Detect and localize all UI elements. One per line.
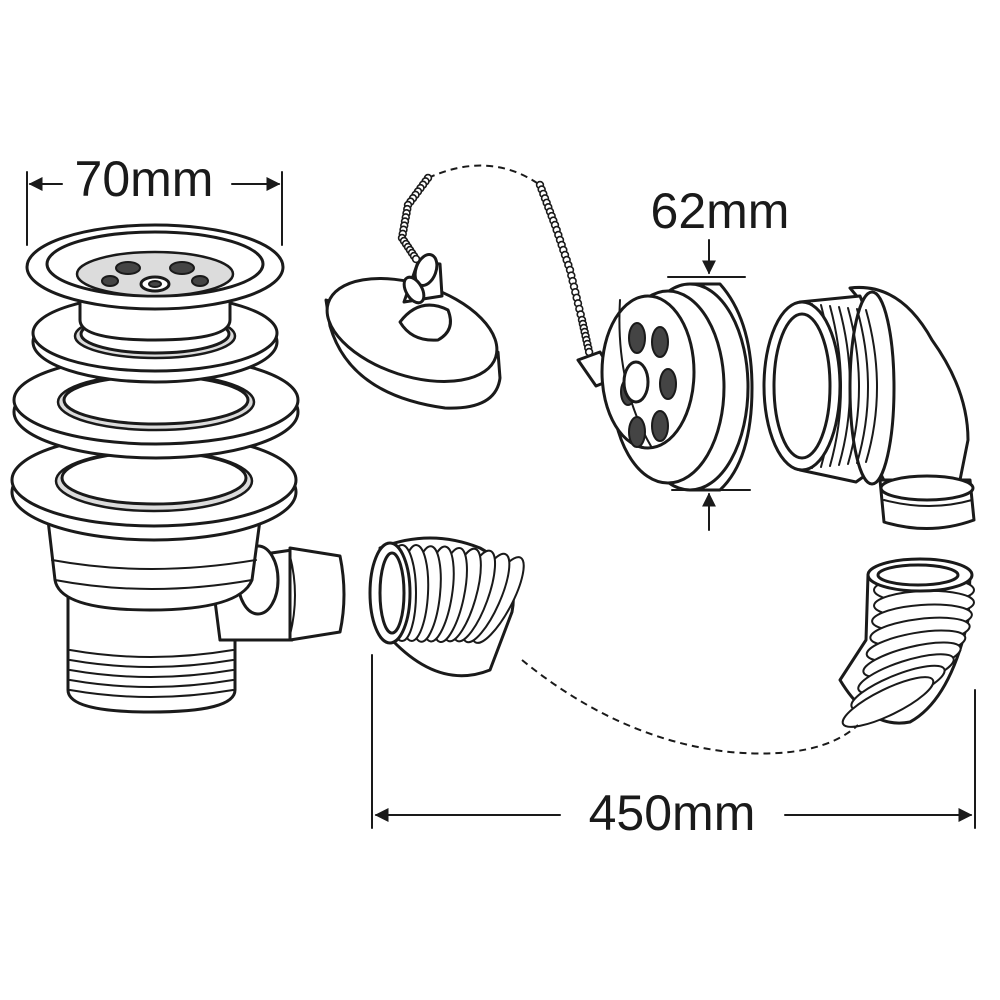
sealing-washer-lower: [10, 432, 298, 542]
body-cone: [46, 518, 262, 612]
overflow-face: [600, 282, 754, 492]
overflow-boss: [622, 360, 650, 404]
overflow-length-label: 450mm: [589, 785, 756, 841]
plug-outlet-diameter-label: 62mm: [651, 183, 790, 239]
chain-hidden-section: [427, 164, 541, 186]
plug-chain: [397, 164, 618, 388]
thread-line: [838, 306, 851, 466]
grate-holes: [101, 261, 209, 293]
overflow-elbow: [762, 285, 976, 530]
thread-line: [847, 307, 860, 465]
flexible-hose-left-end: [368, 536, 525, 678]
hose-hidden-section: [521, 659, 859, 755]
waste-diameter-label: 70mm: [75, 151, 214, 207]
thread-line: [865, 309, 878, 463]
sealing-washer-middle: [12, 354, 300, 460]
hose-rib: [841, 676, 935, 728]
waste-grate-flange: [25, 223, 285, 342]
bath-plug: [324, 253, 502, 410]
thread-line: [856, 308, 869, 464]
dimension-450mm: 450mm: [371, 654, 976, 841]
chain-links-right: [535, 180, 594, 357]
overflow-holes: [620, 322, 677, 448]
waste-body-assembly: [10, 223, 346, 714]
chain-link: [411, 254, 421, 264]
flexible-hose-right-end: [838, 557, 975, 728]
chain-links-left: [397, 173, 433, 264]
threaded-tail: [66, 593, 237, 714]
dimension-70mm: 70mm: [26, 151, 283, 246]
dimension-62mm: 62mm: [651, 183, 790, 531]
